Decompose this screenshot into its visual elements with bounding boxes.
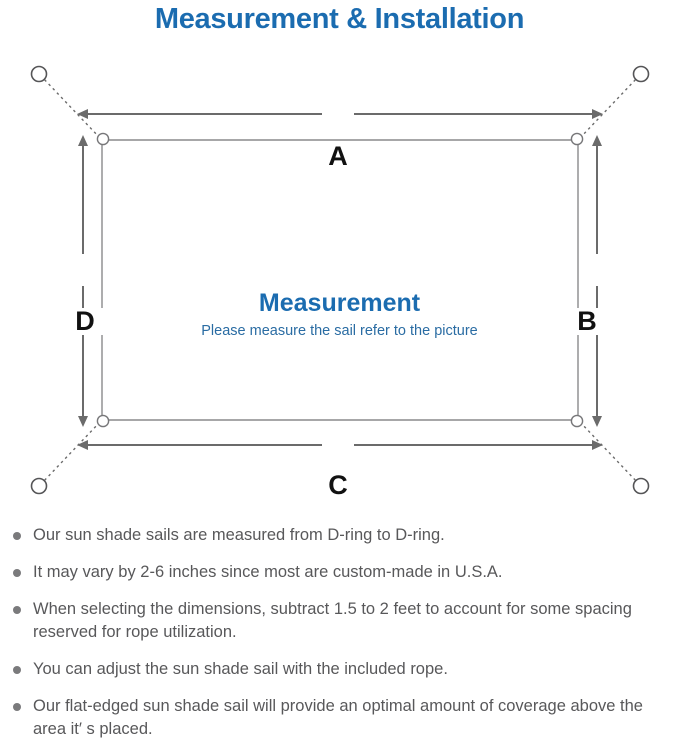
d-ring-top-left	[96, 132, 110, 146]
note-text: Our sun shade sails are measured from D-…	[33, 526, 445, 544]
rope-lines	[41, 76, 639, 484]
anchor-ring-bottom-right	[632, 477, 650, 495]
notes-list: Our sun shade sails are measured from D-…	[0, 524, 679, 755]
bullet-icon	[13, 532, 21, 540]
d-ring-bottom-right	[570, 414, 584, 428]
note-text: You can adjust the sun shade sail with t…	[33, 660, 448, 678]
dimension-label-c: C	[305, 472, 371, 499]
page-title: Measurement & Installation	[154, 3, 525, 35]
dimension-label-b: B	[566, 308, 608, 335]
list-item: Our flat-edged sun shade sail will provi…	[0, 695, 679, 741]
rope-bottom-left	[41, 421, 101, 484]
bullet-icon	[13, 569, 21, 577]
list-item: When selecting the dimensions, subtract …	[0, 598, 679, 644]
bullet-icon	[13, 666, 21, 674]
diagram-center-subtitle: Please measure the sail refer to the pic…	[201, 323, 478, 339]
bullet-icon	[13, 606, 21, 614]
d-ring-top-right	[570, 132, 584, 146]
rope-bottom-right	[579, 421, 639, 484]
rope-top-right	[579, 76, 639, 139]
note-text: It may vary by 2-6 inches since most are…	[33, 563, 503, 581]
anchor-ring-bottom-left	[30, 477, 48, 495]
dimension-label-a: A	[305, 143, 371, 170]
diagram-center-title: Measurement	[258, 289, 421, 317]
diagram-canvas	[30, 65, 650, 495]
d-rings	[96, 132, 584, 428]
bullet-icon	[13, 703, 21, 711]
anchor-ring-top-left	[30, 65, 48, 83]
note-text: When selecting the dimensions, subtract …	[33, 600, 632, 641]
list-item: It may vary by 2-6 inches since most are…	[0, 561, 679, 584]
d-ring-bottom-left	[96, 414, 110, 428]
measurement-diagram: A B C D Measurement Please measure the s…	[0, 46, 679, 516]
list-item: Our sun shade sails are measured from D-…	[0, 524, 679, 547]
rope-top-left	[41, 76, 101, 139]
note-text: Our flat-edged sun shade sail will provi…	[33, 697, 643, 738]
dimension-label-d: D	[64, 308, 106, 335]
anchor-ring-top-right	[632, 65, 650, 83]
sail-rectangle	[101, 139, 579, 421]
anchor-rings	[30, 65, 650, 495]
list-item: You can adjust the sun shade sail with t…	[0, 658, 679, 681]
